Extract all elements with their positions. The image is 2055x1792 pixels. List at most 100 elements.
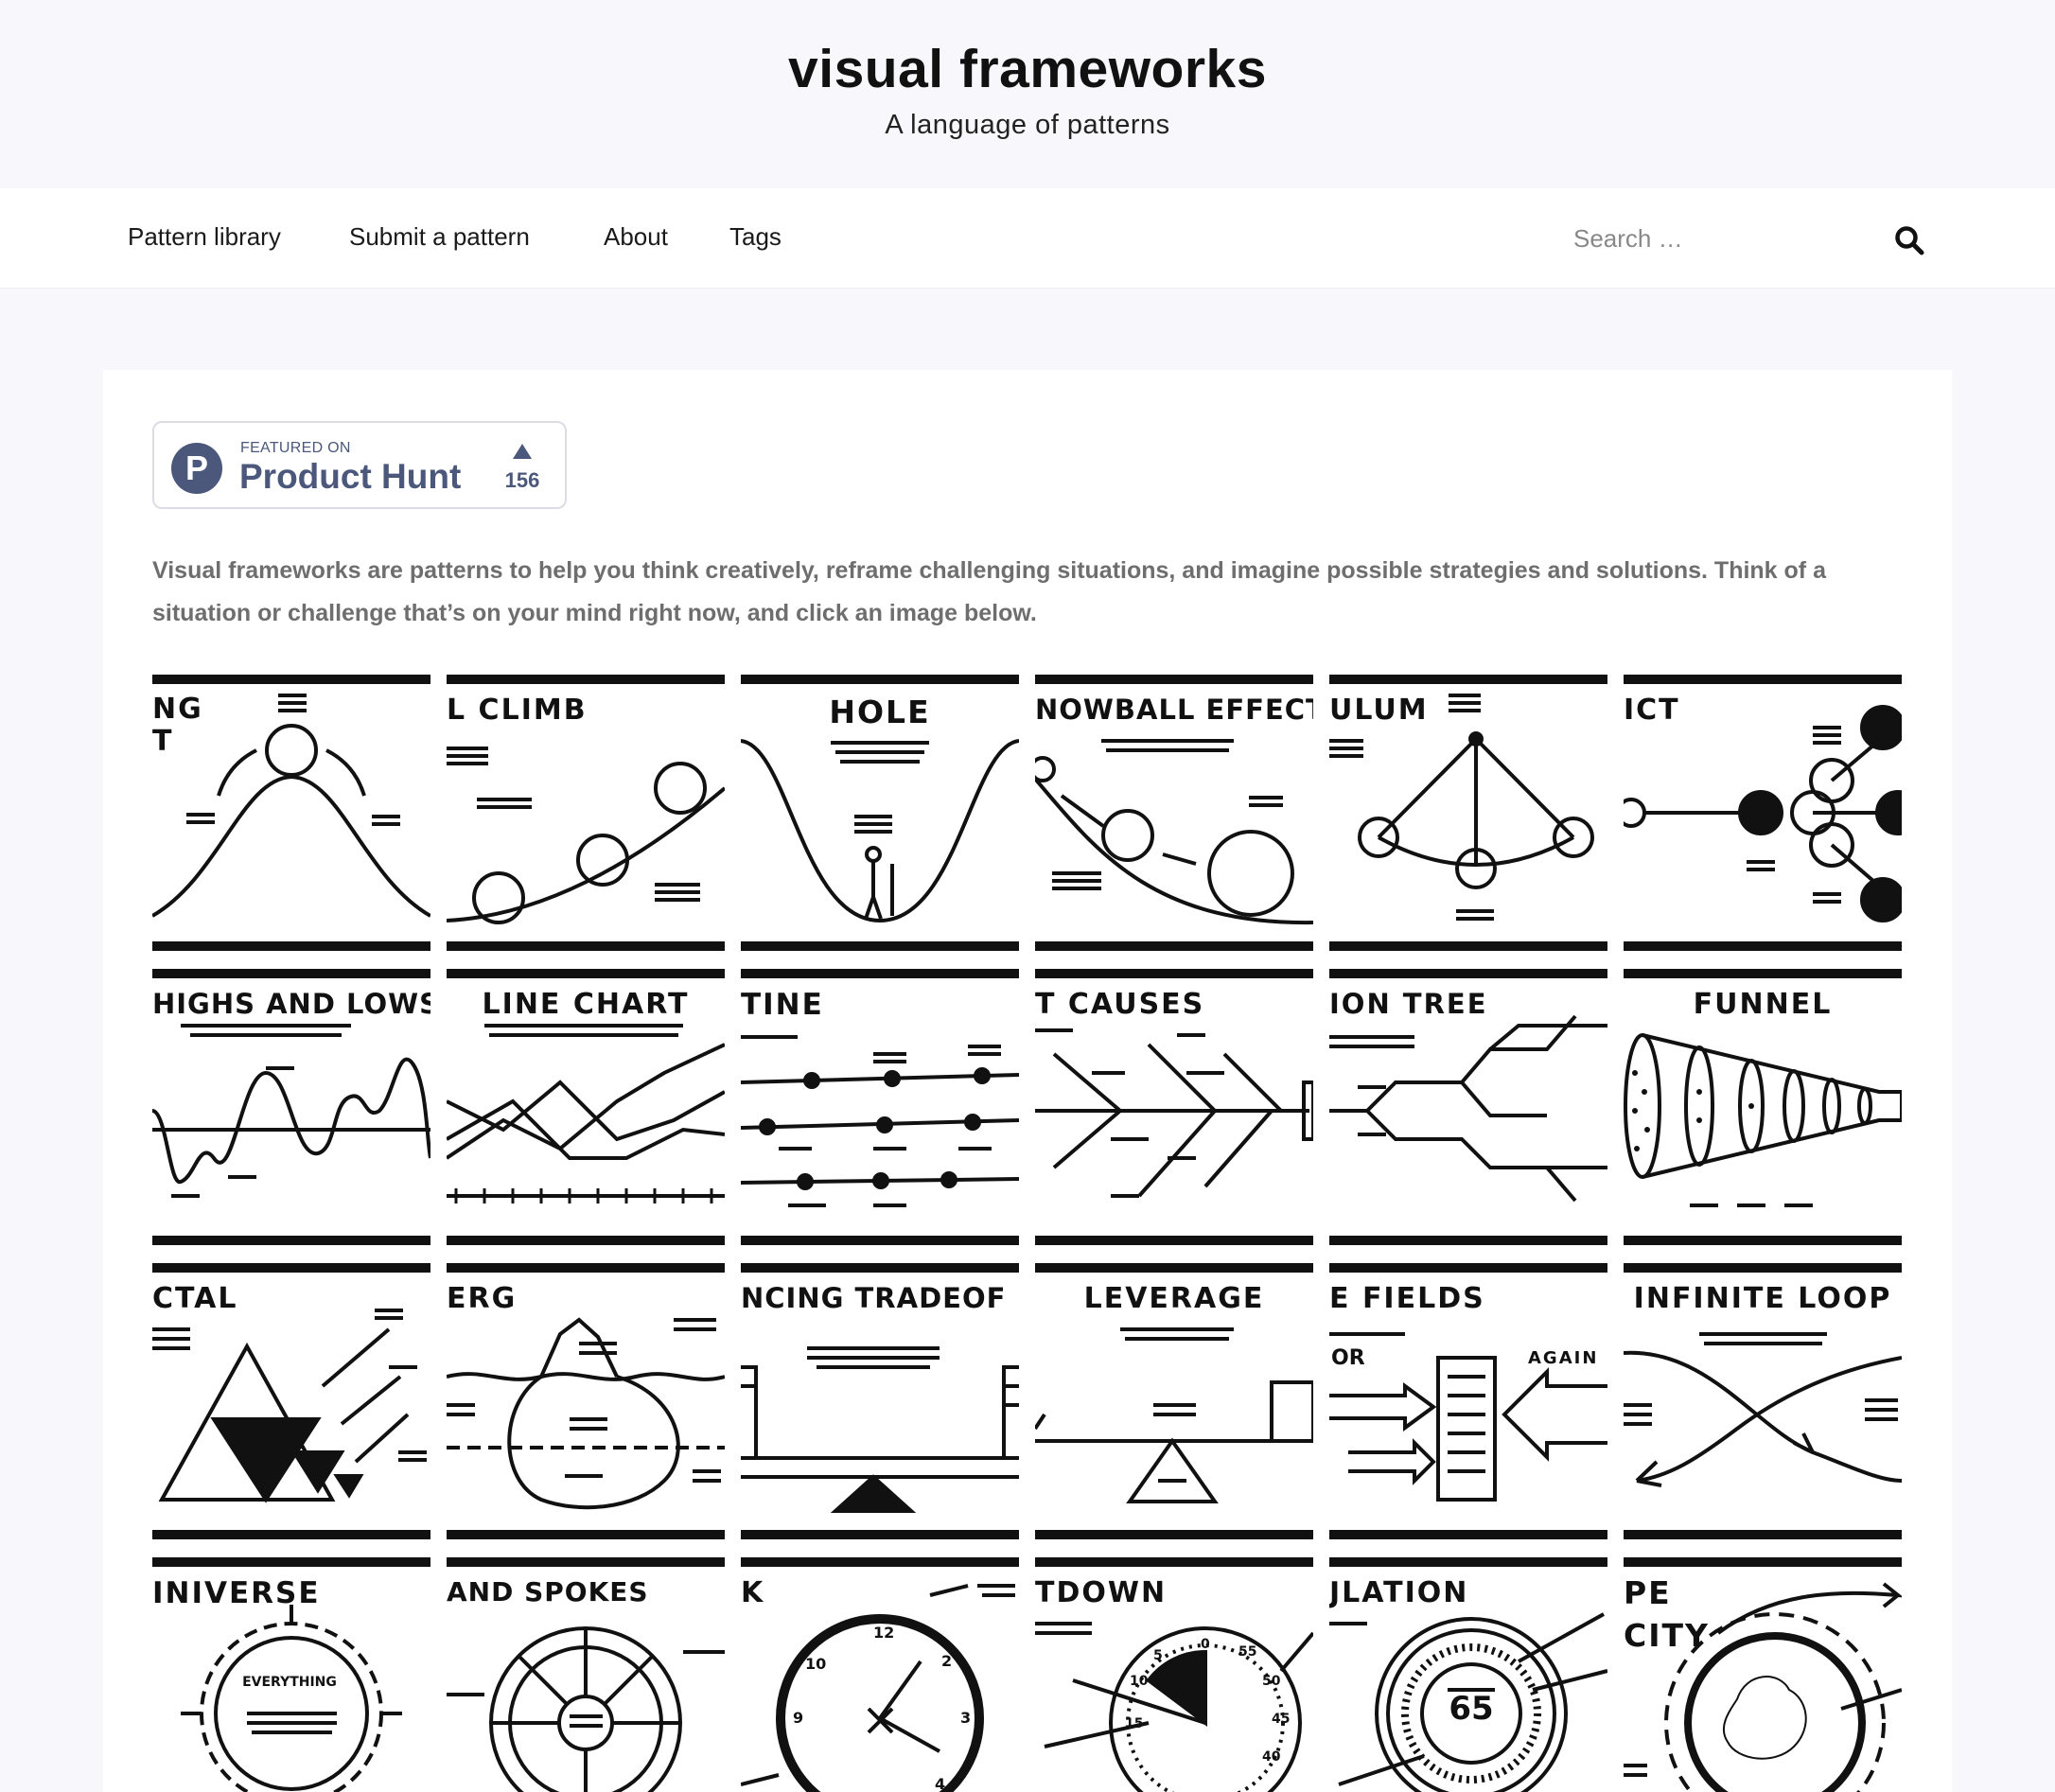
tile-label: ULUM [1329,694,1429,727]
svg-text:5: 5 [1153,1648,1163,1663]
product-hunt-name: Product Hunt [239,457,462,496]
tile-label: NOWBALL EFFECT [1035,694,1313,726]
tile-label: HOLE [829,694,931,730]
svg-text:9: 9 [793,1709,803,1727]
universe-center-label: EVERYTHING [242,1675,337,1690]
universe-icon [181,1605,402,1792]
pattern-tile[interactable]: ULUM [1329,675,1607,951]
site-title[interactable]: visual frameworks [788,39,1267,99]
root-causes-icon [1035,1028,1313,1198]
pattern-tile[interactable]: INIVERSE EVERYTHING [152,1557,430,1792]
hill-icon [152,694,430,918]
pattern-tile[interactable]: E FIELDS OR AGAIN [1329,1263,1607,1539]
fractal-icon [152,1309,427,1503]
pattern-tile[interactable]: ERG [447,1263,725,1539]
pattern-tile[interactable]: FUNNEL [1624,969,1902,1245]
svg-text:55: 55 [1238,1644,1256,1660]
upvote-arrow-icon [513,444,532,459]
pendulum-icon [1329,694,1594,921]
force-fields-sub-right: AGAIN [1528,1348,1599,1368]
pattern-tile[interactable]: NG T [152,675,430,951]
force-fields-sub-left: OR [1331,1346,1365,1370]
svg-text:40: 40 [1262,1749,1281,1765]
tile-label: FUNNEL [1693,988,1833,1021]
pattern-tile[interactable]: NOWBALL EFFECT [1035,675,1313,951]
svg-text:10: 10 [1130,1674,1149,1689]
tile-label: ION TREE [1329,988,1488,1020]
svg-text:0: 0 [1201,1637,1210,1652]
product-hunt-featured-label: FEATURED ON [240,440,351,456]
site-header: visual frameworks A language of patterns [0,0,2055,188]
tile-label: ICT [1624,694,1680,727]
tile-label: HIGHS AND LOWS [152,988,430,1020]
tile-label: LINE CHART [482,988,690,1021]
hole-icon [741,739,1019,923]
tile-label: K [741,1576,765,1609]
impact-icon [1624,705,1902,922]
svg-text:15: 15 [1125,1716,1143,1731]
tile-label: NCING TRADEOF [741,1282,1007,1314]
leverage-icon [1035,1327,1313,1503]
pattern-tile[interactable]: T CAUSES [1035,969,1313,1245]
nav-about[interactable]: About [604,222,668,251]
regulation-icon [1329,1612,1607,1792]
svg-text:3: 3 [960,1709,971,1727]
tile-label: JLATION [1329,1576,1469,1609]
tile-label: TINE [741,988,824,1022]
pattern-tile[interactable]: TINE [741,969,1019,1245]
svg-text:50: 50 [1262,1674,1281,1689]
svg-text:45: 45 [1272,1712,1290,1727]
nav-tags[interactable]: Tags [729,222,782,251]
svg-text:2: 2 [941,1652,952,1670]
tile-label: L CLIMB [447,694,588,727]
escape-city-label-2: CITY [1624,1617,1710,1654]
pattern-tile[interactable]: ION TREE [1329,969,1607,1245]
svg-text:4: 4 [935,1775,945,1792]
tile-label: ERG [447,1282,518,1315]
tradeoff-icon [741,1346,1019,1513]
intro-text: Visual frameworks are patterns to help y… [152,557,1826,626]
main-nav: Pattern library Submit a pattern About T… [0,188,2055,289]
pattern-tile[interactable]: INFINITE LOOP [1624,1263,1902,1539]
clock-icon: 122346910 [741,1584,1015,1792]
search-input[interactable] [1552,217,1902,260]
snowball-icon [1035,739,1313,925]
uphill-climb-icon [447,747,725,924]
pattern-tile[interactable]: ICT [1624,675,1902,951]
pattern-tile[interactable]: TDOWN 0 55 50 45 40 5 10 15 [1035,1557,1313,1792]
site-tagline: A language of patterns [885,110,1170,140]
escape-city-label-1: PE [1624,1574,1672,1611]
tile-label: E FIELDS [1329,1282,1485,1315]
pattern-tile[interactable]: LINE CHART [447,969,725,1245]
pattern-tile[interactable]: CTAL [152,1263,430,1539]
tile-label: CTAL [152,1282,238,1315]
content-card: P FEATURED ON Product Hunt 156 Visual fr… [103,370,1952,1792]
pattern-tile[interactable]: JLATION 65 [1329,1557,1607,1792]
pattern-tile[interactable]: AND SPOKES [447,1557,725,1792]
pattern-tile[interactable]: K 122346910 [741,1557,1019,1792]
pattern-tile[interactable]: LEVERAGE [1035,1263,1313,1539]
nav-pattern-library[interactable]: Pattern library [128,222,281,251]
tile-label: T CAUSES [1035,988,1205,1021]
pattern-tile[interactable]: NCING TRADEOF [741,1263,1019,1539]
pattern-tile[interactable]: HOLE [741,675,1019,951]
product-hunt-logo-icon: P [171,443,222,494]
pattern-tile[interactable]: HIGHS AND LOWS [152,969,430,1245]
force-fields-icon [1329,1332,1607,1502]
tile-label: LEVERAGE [1083,1282,1265,1315]
decision-tree-icon [1329,1014,1607,1203]
pattern-tile[interactable]: L CLIMB [447,675,725,951]
tile-label: INFINITE LOOP [1633,1282,1892,1315]
pattern-tile[interactable]: PE CITY [1624,1557,1902,1792]
infinite-loop-icon [1624,1332,1902,1487]
nav-submit-pattern[interactable]: Submit a pattern [349,222,530,251]
svg-text:12: 12 [873,1624,894,1642]
highs-lows-icon [152,1024,430,1198]
search-icon[interactable] [1892,223,1926,257]
hub-spokes-icon [447,1626,725,1792]
timeline-icon [741,1035,1019,1207]
upvote-count: 156 [504,468,540,492]
countdown-icon: 0 55 50 45 40 5 10 15 [1035,1622,1313,1792]
tile-label: TDOWN [1035,1576,1168,1609]
product-hunt-badge[interactable]: P FEATURED ON Product Hunt 156 [152,421,567,509]
